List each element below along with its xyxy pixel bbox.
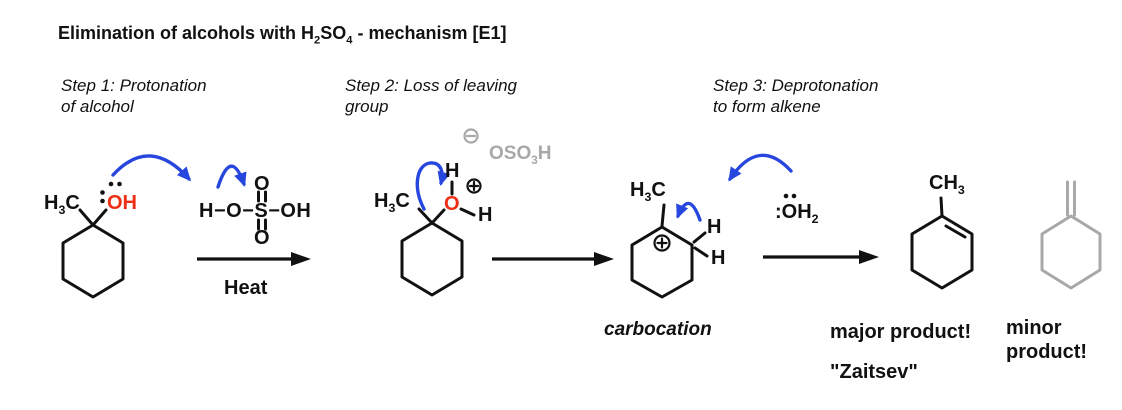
title-sub-1: 2 <box>314 34 321 47</box>
step-3-caption-line2: to form alkene <box>713 97 821 116</box>
major-product-caption: major product! <box>830 321 972 343</box>
minor-product-exocyclic-double-bond <box>1066 180 1076 217</box>
protonation-curved-arrow-icon <box>111 154 191 182</box>
major-methyl-sub: 3 <box>957 183 965 197</box>
water-sub: 2 <box>811 212 819 226</box>
sulfuric-acid-oxygen-top-label: O <box>254 173 270 195</box>
alcohol-hydroxyl-label: OH <box>107 192 137 214</box>
zaitsev-caption: "Zaitsev" <box>830 361 918 383</box>
carbocation-methyl-c: C <box>651 179 666 201</box>
bisulfate-counterion-label: OSO3H <box>489 143 552 166</box>
carbocation-methyl-sub: 3 <box>644 190 652 204</box>
major-methyl-ch: CH <box>929 172 958 194</box>
carbocation-methyl-label: H3C <box>630 179 666 203</box>
alcohol-ring <box>61 223 125 299</box>
major-product-ring <box>910 214 974 290</box>
step-1-caption-line2: of alcohol <box>61 97 134 116</box>
protonated-oxygen-label: O <box>444 193 460 215</box>
protonated-h-right-label: H <box>478 204 493 226</box>
water-oh: :OH <box>775 201 812 223</box>
step-2-caption: Step 2: Loss of leaving group <box>345 75 517 117</box>
water-label: :OH2 <box>775 201 819 225</box>
major-product-bonds <box>939 196 967 239</box>
alcohol-lone-pair-dots <box>100 181 122 204</box>
counterion-oso: OSO <box>489 143 532 164</box>
protonated-methyl-h: H <box>374 190 389 212</box>
step-2-caption-line2: group <box>345 97 389 116</box>
protonated-alcohol-ring <box>400 221 464 297</box>
carbocation-bonds <box>660 203 709 258</box>
minor-product-caption-line2: product! <box>1006 341 1088 363</box>
carbocation-ring <box>630 225 694 299</box>
protonated-methyl-label: H3C <box>374 190 410 214</box>
step-3-caption: Step 3: Deprotonation to form alkene <box>713 75 878 117</box>
title-text-1: Elimination of alcohols with H <box>58 23 315 43</box>
title-sub-2: 4 <box>346 34 353 47</box>
counterion-sub: 3 <box>531 153 538 167</box>
minus-charge-icon <box>463 128 479 144</box>
water-lone-pair-dots <box>783 193 797 199</box>
ch-bond-to-alkene-arrow-icon <box>676 201 702 222</box>
sulfuric-acid-oxygen-bottom-label: O <box>254 227 270 249</box>
deprotonation-by-water-arrow-icon <box>728 153 793 182</box>
carbocation-h-bottom-label: H <box>711 247 726 269</box>
alcohol-methyl-h: H <box>44 192 59 214</box>
step-1-caption: Step 1: Protonation of alcohol <box>61 75 207 117</box>
acid-double-bonds <box>257 190 267 231</box>
page-title: Elimination of alcohols with H2SO4 - mec… <box>58 23 507 46</box>
major-product-methyl-label: CH3 <box>929 172 965 196</box>
protonated-methyl-sub: 3 <box>388 201 396 215</box>
title-text-3: - mechanism [E1] <box>352 23 507 43</box>
sulfuric-acid-chain-label: H−O−S−OH <box>199 200 312 222</box>
alcohol-substituent-bonds <box>78 208 108 227</box>
carbocation-h-top-label: H <box>707 216 722 238</box>
protonated-h-top-label: H <box>445 160 460 182</box>
protonated-methyl-c: C <box>395 190 410 212</box>
heat-condition-label: Heat <box>224 277 268 299</box>
minor-product-caption-line1: minor <box>1006 317 1062 339</box>
minor-product-caption: minor product! <box>1006 316 1087 364</box>
carbocation-methyl-h: H <box>630 179 645 201</box>
alcohol-methyl-c: C <box>65 192 80 214</box>
step-1-caption-line1: Step 1: Protonation <box>61 76 207 95</box>
step-3-caption-line1: Step 3: Deprotonation <box>713 76 879 95</box>
acid-oh-bond-curved-arrow-icon <box>216 164 247 189</box>
counterion-h: H <box>537 143 552 164</box>
title-text-2: SO <box>320 23 347 43</box>
alcohol-methyl-sub: 3 <box>58 203 66 217</box>
loss-of-leaving-group-arrow-icon <box>415 161 451 211</box>
protonated-substituent-bonds <box>417 180 476 225</box>
carbocation-plus-charge-icon <box>653 234 671 252</box>
minor-product-ring <box>1040 214 1102 290</box>
plus-charge-icon <box>466 178 482 194</box>
step-2-caption-line1: Step 2: Loss of leaving <box>345 76 518 95</box>
alcohol-methyl-label: H3C <box>44 192 80 216</box>
carbocation-caption: carbocation <box>604 319 712 340</box>
